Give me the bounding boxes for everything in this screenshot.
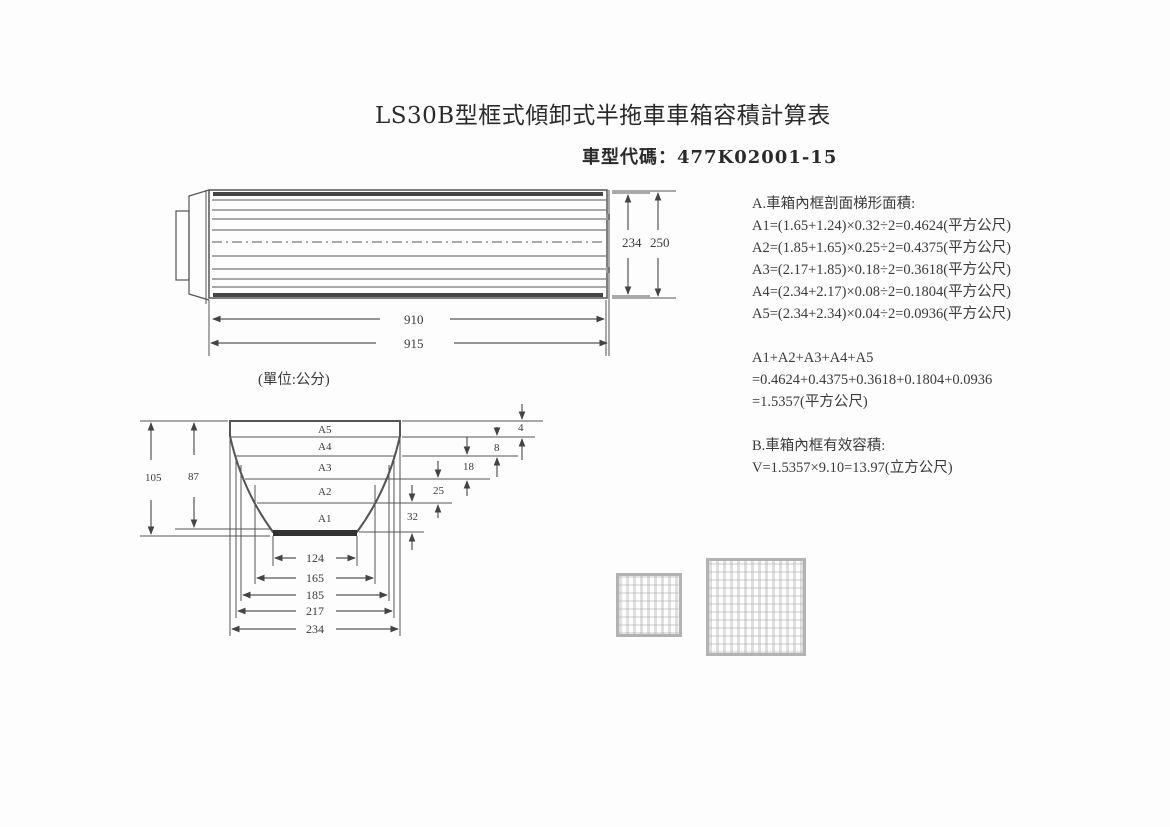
dim-layer-a5-height: 4 [518,422,524,434]
layer-label-a5: A5 [318,424,332,436]
model-code-label: 車型代碼 [582,147,658,168]
dim-width-185: 185 [306,588,324,602]
dim-width-165: 165 [306,571,324,585]
cross-section-drawing [140,404,543,636]
dim-layer-a4-height: 8 [494,442,500,454]
formula-a2: A2=(1.85+1.65)×0.25÷2=0.4375(平方公尺) [752,240,1011,256]
sum-expression: A1+A2+A3+A4+A5 [752,350,874,366]
layer-label-a2: A2 [318,486,331,498]
large-seal-stamp [706,558,806,656]
layer-label-a3: A3 [318,462,332,474]
dim-outer-width: 250 [650,235,670,250]
top-view-drawing [175,189,676,356]
formula-a3: A3=(2.17+1.85)×0.18÷2=0.3618(平方公尺) [752,262,1011,278]
spacer [752,413,1011,435]
dim-width-217: 217 [306,604,324,618]
section-a-title: A.車箱內框剖面梯形面積: [752,196,916,212]
model-code-value: ：477K02001-15 [658,147,838,168]
formula-a1: A1=(1.65+1.24)×0.32÷2=0.4624(平方公尺) [752,218,1011,234]
dim-inner-width: 234 [622,235,642,250]
layer-label-a4: A4 [318,441,332,453]
dim-layer-a3-height: 18 [463,461,475,473]
calculation-block: A.車箱內框剖面梯形面積: A1=(1.65+1.24)×0.32÷2=0.46… [752,193,1011,479]
formula-a5: A5=(2.34+2.34)×0.04÷2=0.0936(平方公尺) [752,306,1011,322]
dim-layer-a1-height: 32 [407,511,418,523]
dim-layer-a2-height: 25 [433,485,445,497]
section-b-title: B.車箱內框有效容積: [752,438,886,454]
volume-result: V=1.5357×9.10=13.97(立方公尺) [752,460,953,476]
dim-total-height: 105 [145,472,162,484]
dim-width-234: 234 [306,622,324,636]
spacer [752,325,1011,347]
dim-inner-length: 910 [404,312,424,327]
dim-width-124: 124 [306,551,324,565]
formula-a4: A4=(2.34+2.17)×0.08÷2=0.1804(平方公尺) [752,284,1011,300]
unit-note: (單位:公分) [258,372,330,388]
document-title: LS30B型框式傾卸式半拖車車箱容積計算表 [375,103,831,129]
layer-label-a1: A1 [318,513,331,525]
small-seal-stamp [616,573,682,637]
dim-outer-length: 915 [404,336,424,351]
sum-values: =0.4624+0.4375+0.3618+0.1804+0.0936 [752,372,993,388]
dim-inner-height: 87 [188,471,200,483]
sum-result: =1.5357(平方公尺) [752,394,868,410]
model-code: 車型代碼：477K02001-15 [582,143,837,169]
